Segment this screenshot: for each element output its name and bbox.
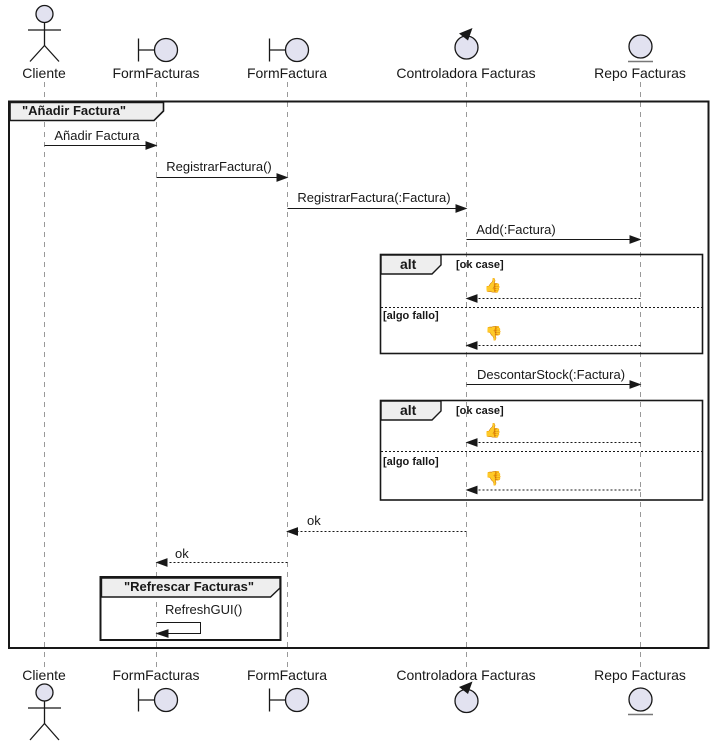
arrow-self-refreshgui bbox=[155, 622, 201, 638]
alt1-guard-ok: [ok case] bbox=[456, 259, 504, 271]
arrow-return-thumbsup-1 bbox=[465, 294, 641, 303]
main-frame-border bbox=[8, 100, 710, 649]
message-label-thumbsdown-1: 👎 bbox=[485, 326, 503, 342]
arrow-return-thumbsdown-2 bbox=[465, 485, 641, 495]
message-label-registrarfactura: RegistrarFactura() bbox=[166, 159, 272, 174]
arrow-registrarfactura bbox=[156, 173, 289, 182]
entity-icon-top bbox=[628, 34, 653, 63]
alt-fragment-1 bbox=[379, 253, 704, 355]
participant-label-bottom-formfacturas: FormFacturas bbox=[112, 667, 200, 683]
alt1-operator-label: alt bbox=[400, 256, 417, 272]
message-arrows bbox=[44, 141, 642, 638]
message-label-thumbsdown-2: 👎 bbox=[485, 471, 503, 487]
boundary-icon-bottom-formfacturas bbox=[137, 687, 179, 713]
control-icon-top bbox=[454, 28, 479, 60]
message-label-thumbsup-2: 👍 bbox=[484, 423, 502, 439]
message-label-anadir-factura: Añadir Factura bbox=[54, 128, 140, 143]
alt-fragment-2 bbox=[379, 399, 704, 501]
arrow-add-factura bbox=[466, 235, 642, 244]
entity-icon-bottom bbox=[628, 687, 653, 716]
participant-label-bottom-cliente: Cliente bbox=[22, 667, 66, 683]
participant-label-top-formfactura: FormFactura bbox=[246, 65, 328, 81]
message-label-thumbsup-1: 👍 bbox=[484, 278, 502, 294]
message-label-registrarfactura-factura: RegistrarFactura(:Factura) bbox=[297, 190, 451, 205]
alt2-operator-label: alt bbox=[400, 402, 417, 418]
message-label-ok-1: ok bbox=[307, 513, 321, 528]
arrow-return-ok-1 bbox=[286, 527, 467, 536]
arrow-return-ok-2 bbox=[155, 558, 288, 567]
arrow-anadir-factura bbox=[44, 141, 158, 150]
message-label-descontarstock: DescontarStock(:Factura) bbox=[476, 367, 626, 382]
participant-label-top-cliente: Cliente bbox=[22, 65, 66, 81]
participant-label-bottom-controladora: Controladora Facturas bbox=[396, 667, 536, 683]
arrow-return-thumbsdown-1 bbox=[465, 341, 641, 350]
boundary-icon-bottom-formfactura bbox=[268, 687, 310, 713]
alt2-guard-ok: [ok case] bbox=[456, 405, 504, 417]
participant-label-top-repo: Repo Facturas bbox=[594, 65, 686, 81]
actor-icon-bottom bbox=[28, 683, 61, 741]
message-label-refreshgui: RefreshGUI() bbox=[165, 602, 243, 617]
participant-label-top-controladora: Controladora Facturas bbox=[396, 65, 536, 81]
participant-label-top-formfacturas: FormFacturas bbox=[112, 65, 200, 81]
alt2-guard-fail: [algo fallo] bbox=[383, 456, 439, 468]
main-frame-title-tab bbox=[9, 101, 165, 122]
arrow-descontarstock bbox=[466, 380, 642, 389]
arrow-registrarfactura-factura bbox=[287, 204, 468, 213]
inner-frame bbox=[99, 576, 282, 641]
boundary-icon-top-formfacturas bbox=[137, 37, 179, 63]
inner-frame-title: "Refrescar Facturas" bbox=[123, 579, 255, 594]
alt1-guard-fail: [algo fallo] bbox=[383, 310, 439, 322]
actor-icon-top bbox=[28, 4, 61, 62]
participant-label-bottom-repo: Repo Facturas bbox=[594, 667, 686, 683]
participant-label-bottom-formfactura: FormFactura bbox=[246, 667, 328, 683]
message-label-ok-2: ok bbox=[175, 546, 189, 561]
control-icon-bottom bbox=[454, 681, 479, 714]
message-label-add-factura: Add(:Factura) bbox=[476, 222, 556, 237]
main-frame-title: "Añadir Factura" bbox=[22, 103, 127, 118]
arrow-return-thumbsup-2 bbox=[465, 438, 641, 447]
lifelines bbox=[44, 82, 641, 667]
boundary-icon-top-formfactura bbox=[268, 37, 310, 63]
